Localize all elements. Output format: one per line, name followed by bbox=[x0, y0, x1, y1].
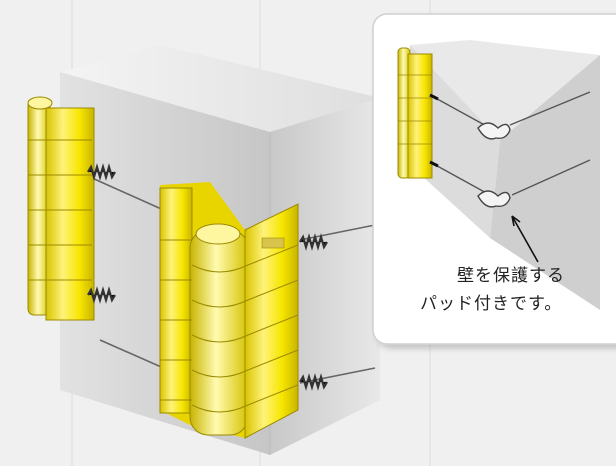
pointer-arrow-icon bbox=[511, 215, 539, 263]
callout-caption-line-2: パッド付きです。 bbox=[420, 294, 563, 314]
corner-guard-mounted bbox=[159, 182, 299, 439]
callout-caption-line-1: 壁を保護する bbox=[457, 266, 565, 286]
callout-caption: 壁を保護する パッド付きです。 bbox=[420, 262, 616, 318]
spring-fastener-icon bbox=[87, 163, 328, 391]
corner-guard-detached bbox=[27, 96, 95, 321]
wall-protection-pad-icon bbox=[477, 122, 511, 208]
tension-wires bbox=[91, 177, 376, 384]
callout-detail-illustration bbox=[397, 40, 600, 310]
